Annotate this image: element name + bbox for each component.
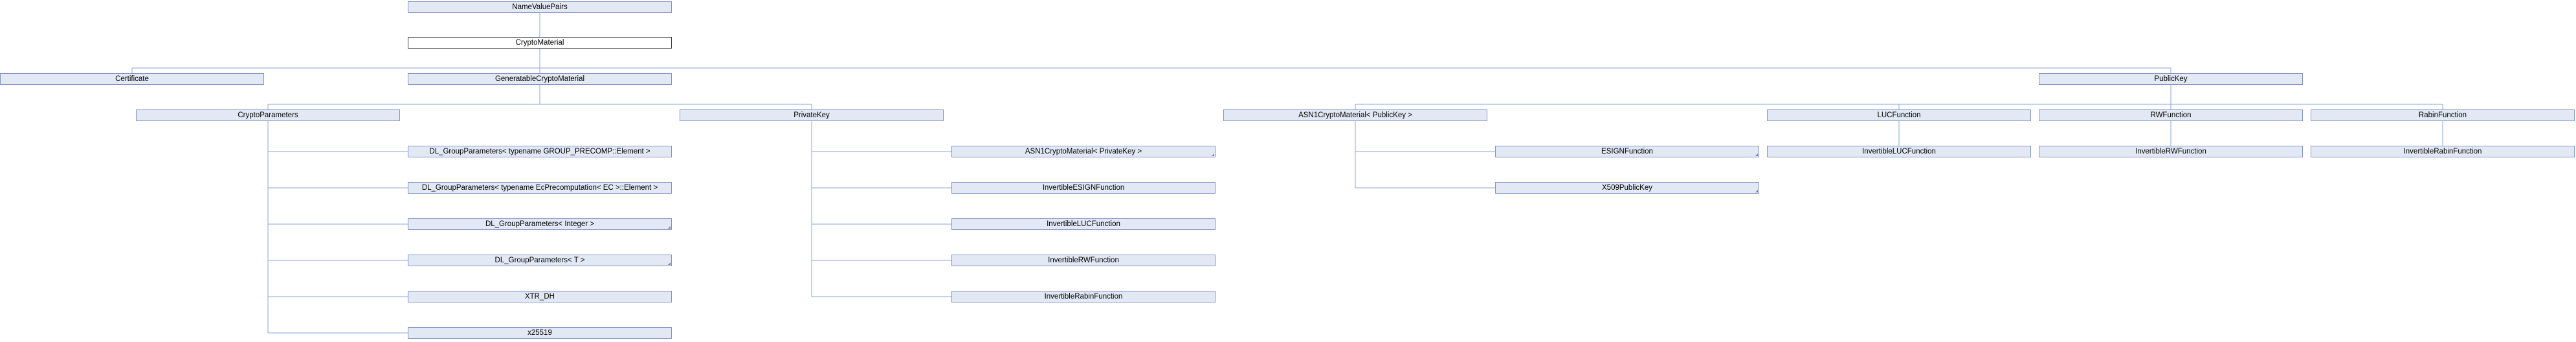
class-node-dl-gp-integer[interactable]: DL_GroupParameters< Integer >: [408, 218, 672, 230]
class-node-label: DL_GroupParameters< typename GROUP_PRECO…: [429, 148, 650, 155]
class-node-label: NameValuePairs: [512, 3, 568, 11]
collapsed-children-marker-icon: [1212, 154, 1214, 156]
class-node-label: InvertibleRabinFunction: [2403, 148, 2482, 155]
class-node-label: DL_GroupParameters< Integer >: [485, 220, 595, 228]
class-node-label: CryptoMaterial: [515, 39, 564, 47]
class-node-generatablecryptomaterial[interactable]: GeneratableCryptoMaterial: [408, 73, 672, 85]
class-node-label: InvertibleLUCFunction: [1862, 148, 1936, 155]
class-node-cryptomaterial[interactable]: CryptoMaterial: [408, 37, 672, 49]
class-node-dl-gp-group-precomp[interactable]: DL_GroupParameters< typename GROUP_PRECO…: [408, 146, 672, 157]
class-node-label: LUCFunction: [1877, 111, 1921, 119]
class-node-certificate[interactable]: Certificate: [0, 73, 264, 85]
class-node-label: PrivateKey: [794, 111, 830, 119]
class-node-label: XTR_DH: [524, 293, 555, 301]
class-node-asn1cryptomaterialprivatekey[interactable]: ASN1CryptoMaterial< PrivateKey >: [951, 146, 1216, 157]
class-node-label: ASN1CryptoMaterial< PublicKey >: [1298, 111, 1412, 119]
class-node-lucfunction[interactable]: LUCFunction: [1767, 109, 2031, 121]
class-node-dl-gp-ecprecomputation[interactable]: DL_GroupParameters< typename EcPrecomput…: [408, 182, 672, 194]
class-node-invertiblelucfunction[interactable]: InvertibleLUCFunction: [1767, 146, 2031, 157]
collapsed-children-marker-icon: [668, 262, 671, 265]
class-node-label: InvertibleRabinFunction: [1044, 293, 1123, 301]
class-node-label: GeneratableCryptoMaterial: [494, 75, 585, 83]
class-node-label: ASN1CryptoMaterial< PrivateKey >: [1025, 148, 1142, 155]
class-node-label: InvertibleESIGNFunction: [1042, 184, 1125, 192]
class-node-esignfunction[interactable]: ESIGNFunction: [1495, 146, 1759, 157]
class-node-label: DL_GroupParameters< typename EcPrecomput…: [421, 184, 658, 192]
class-node-invertiblerwfunction2[interactable]: InvertibleRWFunction: [951, 255, 1216, 266]
class-node-label: DL_GroupParameters< T >: [494, 256, 585, 264]
class-node-label: InvertibleLUCFunction: [1047, 220, 1120, 228]
class-node-label: x25519: [527, 329, 552, 337]
class-node-x25519[interactable]: x25519: [408, 327, 672, 339]
class-node-label: CryptoParameters: [238, 111, 298, 119]
class-node-dl-gp-t[interactable]: DL_GroupParameters< T >: [408, 255, 672, 266]
class-node-label: RWFunction: [2150, 111, 2192, 119]
class-node-privatekey[interactable]: PrivateKey: [680, 109, 944, 121]
class-node-label: RabinFunction: [2418, 111, 2467, 119]
class-node-asn1cryptomaterialpublickey[interactable]: ASN1CryptoMaterial< PublicKey >: [1223, 109, 1487, 121]
class-node-rwfunction[interactable]: RWFunction: [2039, 109, 2303, 121]
class-node-invertiblerabinfunction[interactable]: InvertibleRabinFunction: [2311, 146, 2575, 157]
class-node-invertiblelucfunction2[interactable]: InvertibleLUCFunction: [951, 218, 1216, 230]
class-node-label: ESIGNFunction: [1601, 148, 1653, 155]
class-node-invertibleesignfunction[interactable]: InvertibleESIGNFunction: [951, 182, 1216, 194]
class-node-publickey[interactable]: PublicKey: [2039, 73, 2303, 85]
collapsed-children-marker-icon: [1755, 154, 1758, 156]
class-node-label: X509PublicKey: [1602, 184, 1652, 192]
class-node-label: PublicKey: [2154, 75, 2188, 83]
class-node-label: InvertibleRWFunction: [2135, 148, 2206, 155]
collapsed-children-marker-icon: [668, 226, 671, 229]
class-node-label: Certificate: [115, 75, 149, 83]
class-node-xtr-dh[interactable]: XTR_DH: [408, 291, 672, 302]
class-node-x509publickey[interactable]: X509PublicKey: [1495, 182, 1759, 194]
class-node-invertiblerwfunction[interactable]: InvertibleRWFunction: [2039, 146, 2303, 157]
class-node-cryptoparameters[interactable]: CryptoParameters: [136, 109, 400, 121]
class-node-namevaluepairs[interactable]: NameValuePairs: [408, 1, 672, 13]
class-node-invertiblerabinfunction2[interactable]: InvertibleRabinFunction: [951, 291, 1216, 302]
collapsed-children-marker-icon: [1755, 190, 1758, 192]
class-node-rabinfunction[interactable]: RabinFunction: [2311, 109, 2575, 121]
class-node-label: InvertibleRWFunction: [1048, 256, 1119, 264]
